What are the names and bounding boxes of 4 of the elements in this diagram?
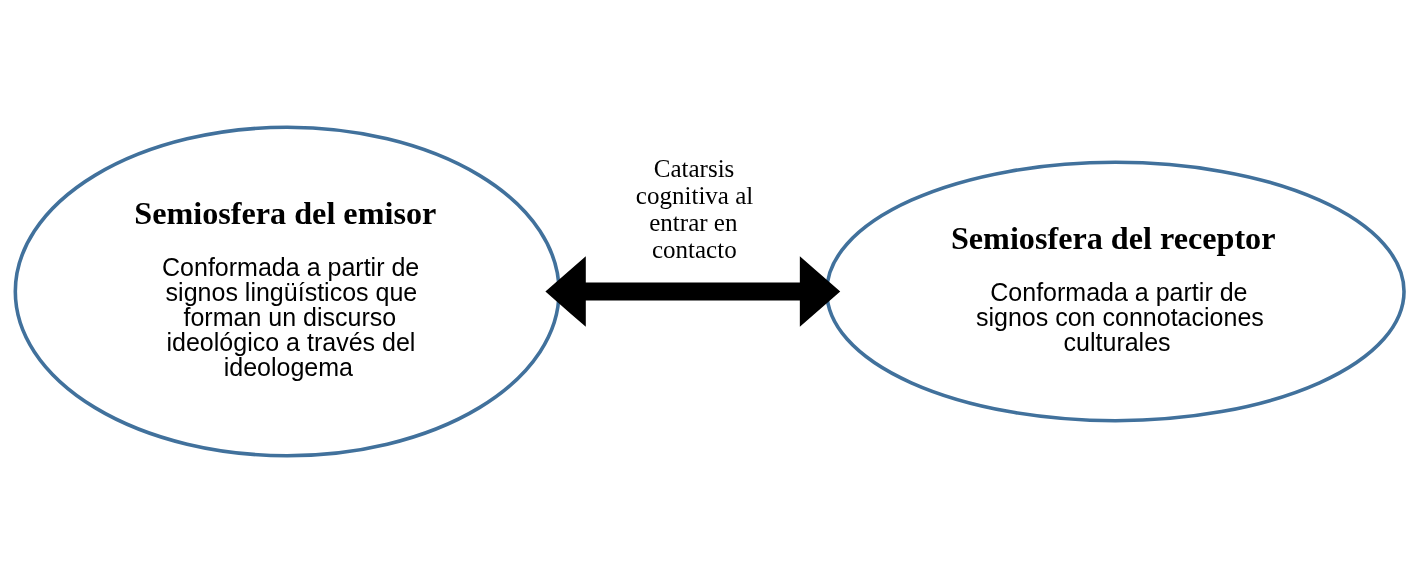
node-ellipse: Semiosfera del receptor Conformada a partir de signos con connotaciones culturales: [825, 160, 1406, 423]
edge-label: Catarsis cognitiva al entrar en contacto: [635, 155, 754, 263]
arrow: [545, 256, 841, 327]
node-ellipse: Semiosfera del emisor Conformada a partir de signos lingüísticos que forman un discurso ideológico a través del ideologema: [13, 125, 561, 458]
